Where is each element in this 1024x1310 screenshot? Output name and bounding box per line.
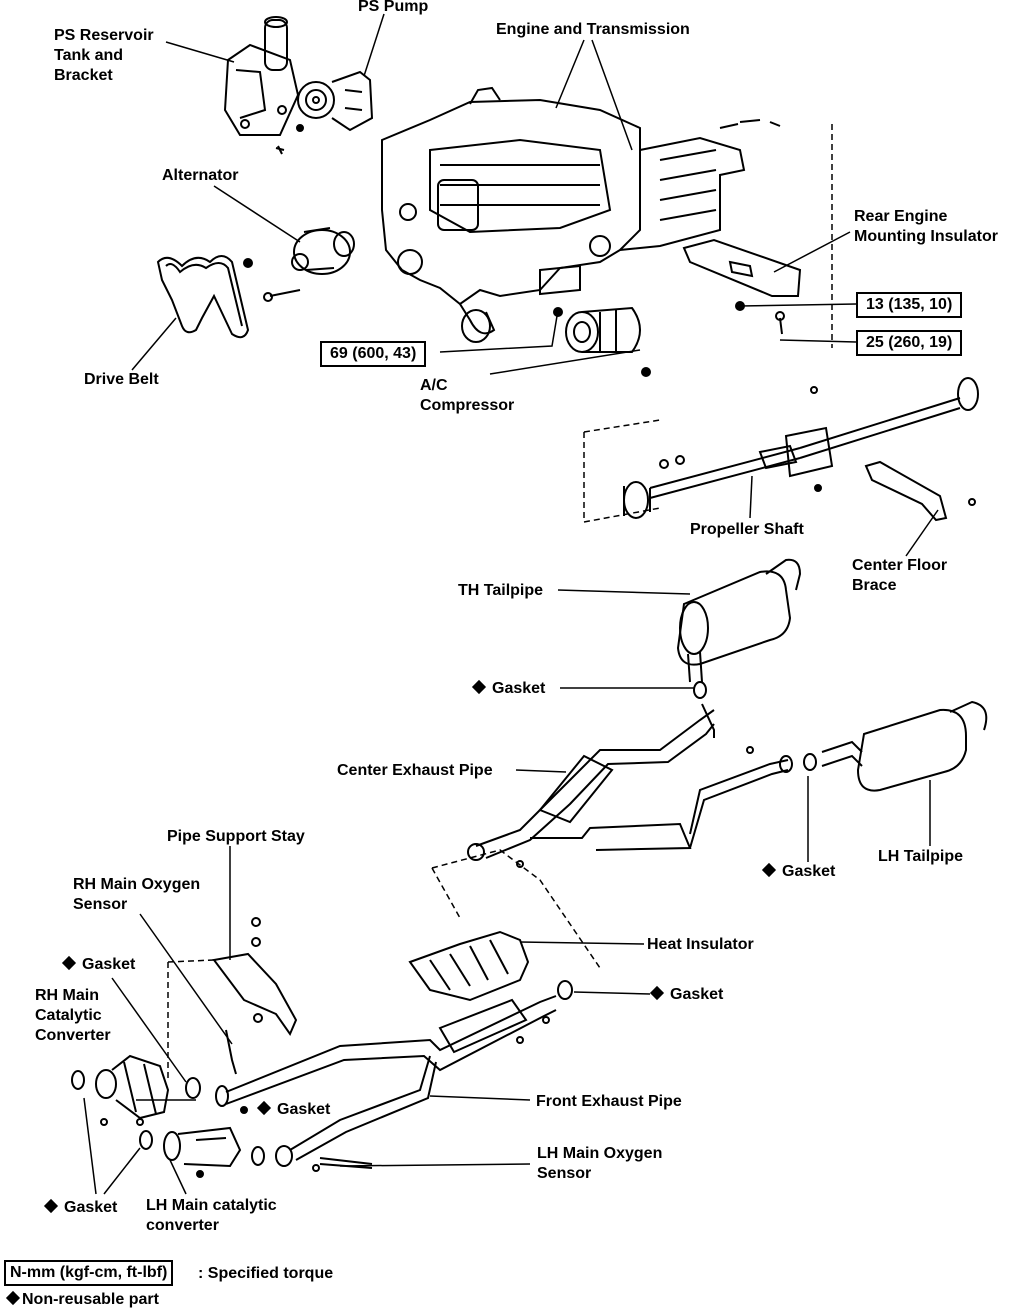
alternator-drawing — [243, 227, 355, 302]
gasket-lh-tailpipe-label: Gasket — [761, 862, 835, 882]
gasket-front-pipe-label: Gasket — [649, 985, 723, 1005]
propeller-shaft-drawing — [623, 377, 979, 519]
heat-insulator-drawing — [408, 930, 530, 1002]
gasket-front-pipe-drawing — [557, 980, 573, 1000]
front-exhaust-pipe-drawing — [215, 995, 557, 1169]
rear-engine-mount-drawing — [682, 238, 802, 335]
torque-13-box: 13 (135, 10) — [856, 292, 963, 318]
non-reusable-icon — [5, 1290, 21, 1306]
lh-tailpipe-drawing — [803, 700, 988, 792]
drive-belt-label: Drive Belt — [84, 371, 159, 388]
gasket-bottom-label: Gasket — [43, 1198, 117, 1218]
center-exhaust-pipe-drawing — [467, 709, 793, 868]
leader-lines — [83, 13, 939, 1195]
torque-25-box: 25 (260, 19) — [856, 330, 963, 356]
non-reusable-icon — [61, 955, 77, 971]
th-tailpipe-label: TH Tailpipe — [458, 582, 544, 599]
gasket-rh-o2-label: Gasket — [61, 955, 135, 975]
gasket-tailpipe-label: Gasket — [471, 679, 545, 699]
legend-torque-box: N-mm (kgf-cm, ft-lbf) — [4, 1260, 174, 1286]
gasket-rh-o2-drawing — [185, 1077, 201, 1099]
gasket-lh-cat-drawing — [139, 1130, 153, 1150]
torque-69-box: 69 (600, 43) — [320, 341, 427, 367]
front-exhaust-pipe-label: Front Exhaust Pipe — [536, 1093, 682, 1110]
ps-reservoir-drawing — [223, 16, 300, 136]
non-reusable-icon — [43, 1198, 59, 1214]
pipe-support-stay-drawing — [212, 917, 298, 1037]
center-exhaust-pipe-label: Center Exhaust Pipe — [337, 762, 493, 779]
lh-tailpipe-label: LH Tailpipe — [878, 848, 964, 865]
legend-nonreusable: Non-reusable part — [5, 1290, 159, 1310]
non-reusable-icon — [761, 862, 777, 878]
legend-torque-text: : Specified torque — [198, 1265, 334, 1282]
non-reusable-icon — [649, 985, 665, 1001]
dashed-group-lines — [167, 124, 833, 1080]
center-floor-brace-drawing — [864, 460, 976, 522]
non-reusable-icon — [256, 1100, 272, 1116]
ps-pump-label: PS Pump — [358, 0, 429, 15]
gasket-mid-drawing — [251, 1146, 265, 1166]
engine-transmission-label: Engine and Transmission — [496, 21, 690, 38]
alternator-label: Alternator — [162, 167, 239, 184]
ac-compressor-drawing — [553, 306, 651, 377]
pipe-support-stay-label: Pipe Support Stay — [167, 828, 305, 845]
propeller-shaft-label: Propeller Shaft — [690, 521, 804, 538]
engine-transmission-drawing — [381, 86, 781, 343]
non-reusable-icon — [471, 679, 487, 695]
heat-insulator-label: Heat Insulator — [647, 936, 754, 953]
gasket-mid-label: Gasket — [256, 1100, 330, 1120]
gasket-rh-cat-drawing — [71, 1070, 85, 1090]
drive-belt-drawing — [156, 255, 250, 339]
th-tailpipe-drawing — [676, 558, 802, 738]
rh-cat-converter-drawing — [95, 1054, 170, 1120]
ps-pump-drawing — [275, 70, 374, 155]
lh-cat-converter-drawing — [163, 1126, 242, 1178]
